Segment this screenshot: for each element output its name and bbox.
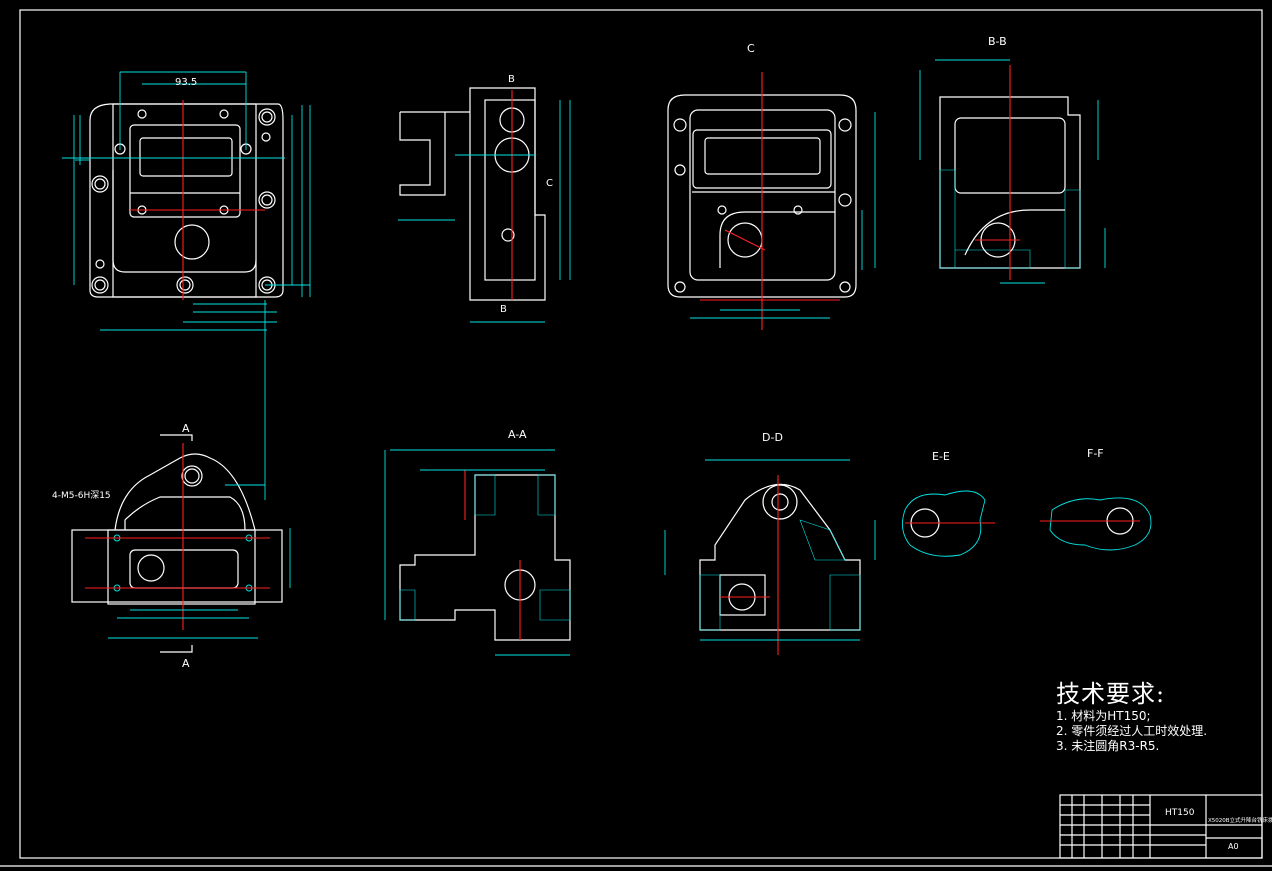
view-ee: E-E [901, 450, 995, 557]
tech-req-item-1: 1. 材料为HT150; [1056, 709, 1151, 723]
tech-req-item-3: 3. 未注圆角R3-R5. [1056, 739, 1160, 753]
view-bb-title: B-B [988, 35, 1007, 48]
tech-req-title: 技术要求: [1056, 680, 1166, 708]
title-block: HT150 X5020B立式升降台铣床拨叉夹体 A0 [1059, 794, 1272, 859]
view-ff-title: F-F [1087, 447, 1104, 460]
view-bb: B-B [919, 35, 1106, 284]
thread-note: 4-M5-6H深15 [52, 490, 111, 501]
plan-view: 93.5 [62, 71, 311, 500]
view-dd: D-D [664, 431, 876, 655]
view-a: A A 4-M5-6H深15 [52, 422, 291, 670]
section-label-c: C [546, 178, 553, 189]
drawing-frame [19, 9, 1263, 859]
section-label-b-bottom: B [500, 304, 507, 315]
view-dd-title: D-D [762, 431, 783, 444]
section-label-a-bottom: A [182, 657, 190, 670]
view-c: C [667, 42, 876, 330]
sheet-size-cell: A0 [1228, 842, 1239, 851]
view-aa-title: A-A [508, 428, 527, 441]
tech-req-item-2: 2. 零件须经过人工时效处理. [1056, 724, 1208, 738]
part-name-cell: X5020B立式升降台铣床拨叉夹体 [1208, 816, 1272, 824]
view-aa: A-A [384, 428, 571, 656]
view-ee-title: E-E [932, 450, 950, 463]
section-label-b-top: B [508, 74, 515, 85]
dimension-93-5: 93.5 [175, 77, 197, 88]
side-view: B B C [398, 74, 571, 323]
section-label-a-top: A [182, 422, 190, 435]
technical-requirements: 技术要求: 1. 材料为HT150; 2. 零件须经过人工时效处理. 3. 未注… [1056, 674, 1207, 754]
view-ff: F-F [1040, 447, 1152, 551]
view-c-title: C [747, 42, 755, 55]
material-cell: HT150 [1165, 808, 1195, 818]
